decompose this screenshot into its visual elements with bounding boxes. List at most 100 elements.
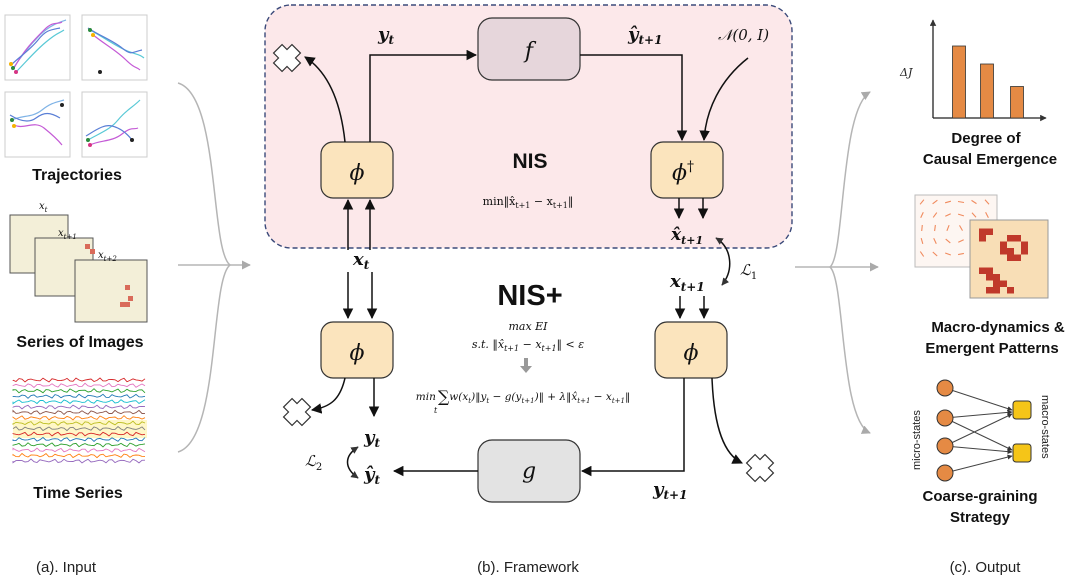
macro-state-node [1012, 443, 1032, 463]
svg-text:yt: yt [377, 24, 394, 47]
nis-title: NIS [512, 150, 547, 173]
framework-panel: f ϕ ϕ† NIS min‖x̂t+1 − xt+1‖ yt ŷt+1 𝒩(0… [264, 4, 793, 576]
time-series-trace [12, 436, 146, 442]
time-series-trace [12, 452, 146, 459]
phi-encoder-top-label: ϕ [350, 161, 365, 186]
loss2-label: ℒ [305, 452, 317, 470]
pattern-cell [986, 228, 993, 235]
vector-arrow [934, 224, 936, 232]
noise-label: 𝒩(0, I) [718, 26, 769, 44]
input-label-time-series: Time Series [33, 485, 123, 502]
time-series-trace [12, 393, 146, 399]
svg-text:xt: xt [352, 249, 370, 272]
pattern-cell [1007, 248, 1014, 255]
g-node-label: g [522, 459, 536, 484]
vector-arrow [945, 213, 951, 217]
svg-text:xt+1: xt+1 [669, 271, 705, 294]
vector-arrow [957, 200, 965, 204]
micro-states-label: micro-states [911, 410, 923, 470]
pattern-cell [993, 280, 1000, 287]
vector-arrow [957, 213, 965, 217]
vector-arrow [933, 238, 937, 244]
input-panel: Trajectories xt xt+1 xt+2 Series of Imag… [4, 14, 148, 576]
framework-caption: (b). Framework [477, 559, 579, 576]
pattern-cell [979, 228, 986, 235]
time-series-trace [12, 442, 146, 448]
pattern-cell [1000, 241, 1007, 248]
svg-text:yt: yt [363, 427, 380, 450]
label-x-t: x [352, 249, 364, 270]
image-label-x: x [39, 201, 45, 212]
svg-text:x̂t+1: x̂t+1 [670, 225, 703, 247]
time-series-trace [12, 404, 146, 410]
pattern-cell [1000, 248, 1007, 255]
time-series-trace [12, 399, 146, 405]
vector-arrow [945, 238, 951, 244]
pattern-cell [979, 267, 986, 274]
micro-state-node [936, 437, 954, 455]
output-label-strategy: Strategy [950, 509, 1011, 526]
pattern-cell [1021, 241, 1028, 248]
vector-arrow [932, 251, 938, 257]
time-series-trace [12, 409, 146, 416]
label-yhat-t: ŷ [363, 464, 376, 485]
pattern-cell [986, 274, 993, 281]
macro-states-label: macro-states [1039, 395, 1051, 459]
input-caption: (a). Input [36, 559, 97, 576]
micro-state-node [936, 409, 954, 427]
time-series-trace [12, 426, 146, 432]
phi-dagger-label: ϕ [672, 161, 687, 186]
pattern-cell [1007, 287, 1014, 294]
label-y-t-bottom: y [363, 427, 376, 448]
svg-text:xt+2: xt+2 [98, 250, 117, 263]
pattern-cell [979, 235, 986, 242]
time-series-trace [12, 382, 146, 389]
loss1-label: ℒ [740, 261, 752, 279]
vector-arrow [920, 237, 924, 245]
vector-arrow [971, 212, 977, 218]
nis-plus-title: NIS+ [497, 280, 562, 312]
vector-arrow [944, 200, 952, 204]
dagger-symbol: † [687, 159, 694, 175]
pattern-cell [1014, 254, 1021, 261]
causal-emergence-bar-chart: ΔJ [899, 19, 1047, 122]
macro-dynamics-pattern [914, 194, 1049, 299]
time-series-trace [12, 415, 146, 421]
f-node [477, 17, 581, 81]
input-label-series-of-images: Series of Images [16, 334, 143, 351]
series-of-images: xt xt+1 xt+2 [9, 201, 148, 323]
micro-state-node [936, 379, 954, 397]
image-label-t: t [45, 206, 48, 214]
loss-objective: min∑w(xt)‖yt − g(yt+1)‖ + λ‖x̂t+1 − xt+1… [416, 387, 630, 406]
output-label-causal-emergence: Causal Emergence [923, 151, 1057, 168]
time-series [12, 377, 147, 464]
vector-arrow [946, 224, 950, 232]
output-panel: ΔJ Degree of Causal Emergence Macro-dyna… [899, 19, 1065, 576]
time-series-trace [12, 431, 146, 437]
phi-encoder-bottom-left [320, 321, 394, 379]
pattern-cell [1021, 248, 1028, 255]
vector-arrow [957, 252, 965, 256]
pattern-cell [1000, 280, 1007, 287]
output-brace [795, 91, 879, 434]
pattern-cell [1007, 235, 1014, 242]
pattern-cell [1007, 254, 1014, 261]
pattern-cell [1014, 235, 1021, 242]
vector-arrow [921, 224, 923, 232]
discard-icon [745, 453, 775, 483]
output-label-coarse-graining: Coarse-graining [922, 488, 1037, 505]
bar-3 [1010, 86, 1024, 119]
loss-sum-subscript: t [434, 406, 438, 415]
discard-icon [272, 43, 302, 73]
time-series-trace [12, 377, 146, 383]
vector-arrow [932, 199, 938, 205]
svg-text:xt: xt [39, 201, 48, 214]
vector-arrow [985, 212, 989, 218]
phi-encoder-top [320, 141, 394, 199]
vector-arrow [945, 252, 951, 256]
coarse-graining-network: micro-states macro-states [911, 379, 1051, 482]
output-caption: (c). Output [950, 559, 1022, 576]
vector-arrow [919, 199, 925, 205]
svg-text:ŷt+1: ŷt+1 [627, 24, 662, 47]
